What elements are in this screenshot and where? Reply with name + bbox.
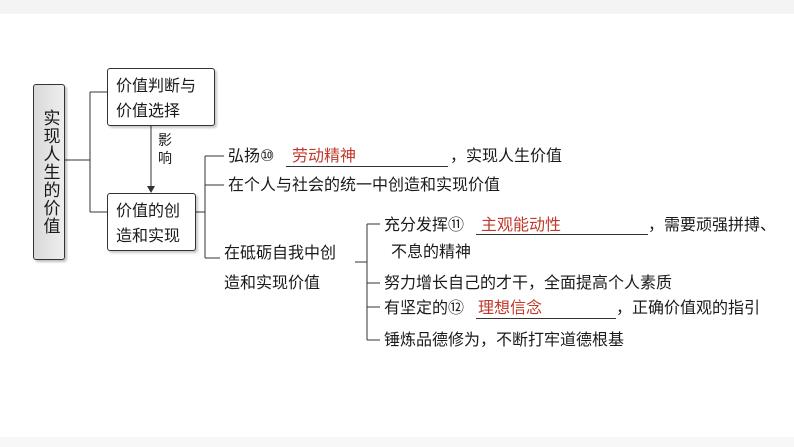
value-creation-line1: 价值的创 — [116, 201, 181, 220]
branch-a-item1-answer: 劳动精神 — [292, 146, 357, 165]
top-band — [0, 0, 794, 14]
branch-a-item1-suffix: ，实现人生价值 — [450, 146, 563, 165]
branch-b-item2: 努力增长自己的才干，全面提高个人素质 — [384, 273, 673, 292]
branch-b-label-line1: 在砥砺自我中创 — [224, 243, 337, 262]
value-judgment-box: 价值判断与 价值选择 — [107, 68, 215, 126]
branch-b-label-line2: 造和实现价值 — [224, 273, 321, 292]
bottom-band — [0, 437, 794, 447]
value-creation-box: 价值的创 造和实现 — [107, 193, 196, 251]
value-creation-line2: 造和实现 — [116, 226, 181, 245]
branch-b-item1-suffix: ，需要顽强拼搏、 — [648, 215, 777, 234]
influence-label: 影响 — [158, 133, 172, 167]
value-judgment-line1: 价值判断与 — [116, 76, 197, 95]
branch-a-item1-prefix: 弘扬⑩ — [228, 146, 275, 165]
branch-b-item3-blank — [476, 318, 616, 319]
branch-b-item3-answer: 理想信念 — [478, 298, 543, 317]
value-judgment-line2: 价值选择 — [116, 101, 181, 120]
branch-b-item1-blank — [476, 234, 648, 235]
branch-a-item2: 在个人与社会的统一中创造和实现价值 — [228, 175, 501, 194]
main-topic-box: 实现人生的价值 — [33, 84, 65, 260]
branch-b-item1-prefix: 充分发挥⑪ — [384, 215, 465, 234]
branch-b-item3-suffix: ，正确价值观的指引 — [616, 298, 761, 317]
branch-b-item4: 锤炼品德修为，不断打牢道德根基 — [384, 330, 625, 349]
branch-a-item1-blank — [286, 166, 448, 167]
branch-b-item3-prefix: 有坚定的⑫ — [384, 298, 465, 317]
branch-b-item1-answer: 主观能动性 — [481, 215, 562, 234]
main-topic-text: 实现人生的价值 — [39, 109, 60, 235]
branch-b-item1-cont: 不息的精神 — [391, 242, 472, 261]
